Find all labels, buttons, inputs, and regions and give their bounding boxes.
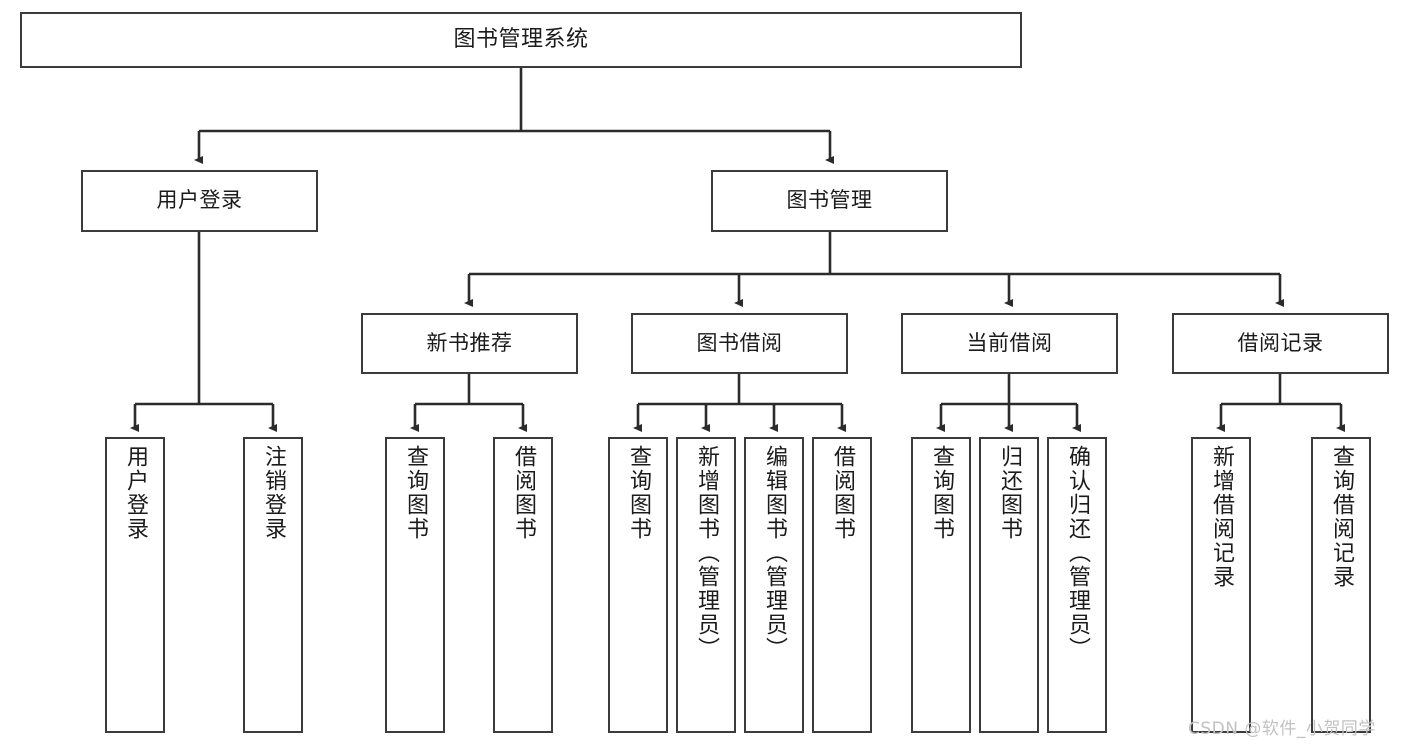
node-label: 图书管理系统: [453, 26, 589, 52]
leaf-user-login-signout[interactable]: 注销登录: [243, 437, 303, 733]
node-label: 当前借阅: [966, 330, 1053, 355]
node-label: 图书借阅: [696, 330, 783, 355]
node-label: 确认归还（管理员）: [1065, 445, 1090, 661]
leaf-borrow-add-book-admin[interactable]: 新增图书（管理员）: [676, 437, 736, 733]
leaf-user-login-signin[interactable]: 用户登录: [105, 437, 165, 733]
leaf-borrow-edit-book-admin[interactable]: 编辑图书（管理员）: [744, 437, 804, 733]
node-label: 新增借阅记录: [1209, 445, 1234, 589]
node-user-login[interactable]: 用户登录: [81, 170, 318, 232]
leaf-record-add-record[interactable]: 新增借阅记录: [1191, 437, 1251, 733]
node-label: 查询借阅记录: [1329, 445, 1354, 589]
node-label: 借阅图书: [511, 445, 536, 541]
node-label: 借阅图书: [830, 445, 855, 541]
leaf-current-query-book[interactable]: 查询图书: [911, 437, 971, 733]
node-label: 注销登录: [261, 445, 286, 541]
leaf-current-confirm-return-admin[interactable]: 确认归还（管理员）: [1047, 437, 1107, 733]
leaf-recommend-query-book[interactable]: 查询图书: [385, 437, 445, 733]
node-borrow-record[interactable]: 借阅记录: [1172, 313, 1389, 374]
node-label: 新增图书（管理员）: [694, 445, 719, 661]
node-label: 用户登录: [123, 445, 148, 541]
leaf-recommend-borrow-book[interactable]: 借阅图书: [493, 437, 553, 733]
node-label: 查询图书: [626, 445, 651, 541]
node-label: 借阅记录: [1237, 330, 1324, 355]
node-book-borrow[interactable]: 图书借阅: [631, 313, 848, 374]
node-label: 用户登录: [156, 188, 243, 213]
node-new-book-recommend[interactable]: 新书推荐: [361, 313, 578, 374]
node-root-system[interactable]: 图书管理系统: [20, 12, 1022, 68]
node-book-management[interactable]: 图书管理: [711, 170, 948, 232]
leaf-record-query-record[interactable]: 查询借阅记录: [1311, 437, 1371, 733]
leaf-borrow-query-book[interactable]: 查询图书: [608, 437, 668, 733]
node-label: 图书管理: [786, 188, 873, 213]
node-label: 编辑图书（管理员）: [762, 445, 787, 661]
node-label: 查询图书: [929, 445, 954, 541]
node-label: 归还图书: [997, 445, 1022, 541]
leaf-borrow-borrow-book[interactable]: 借阅图书: [812, 437, 872, 733]
node-label: 新书推荐: [426, 330, 513, 355]
csdn-watermark: CSDN @软件_小贺同学: [1188, 719, 1376, 739]
leaf-current-return-book[interactable]: 归还图书: [979, 437, 1039, 733]
node-current-borrow[interactable]: 当前借阅: [901, 313, 1118, 374]
node-label: 查询图书: [403, 445, 428, 541]
